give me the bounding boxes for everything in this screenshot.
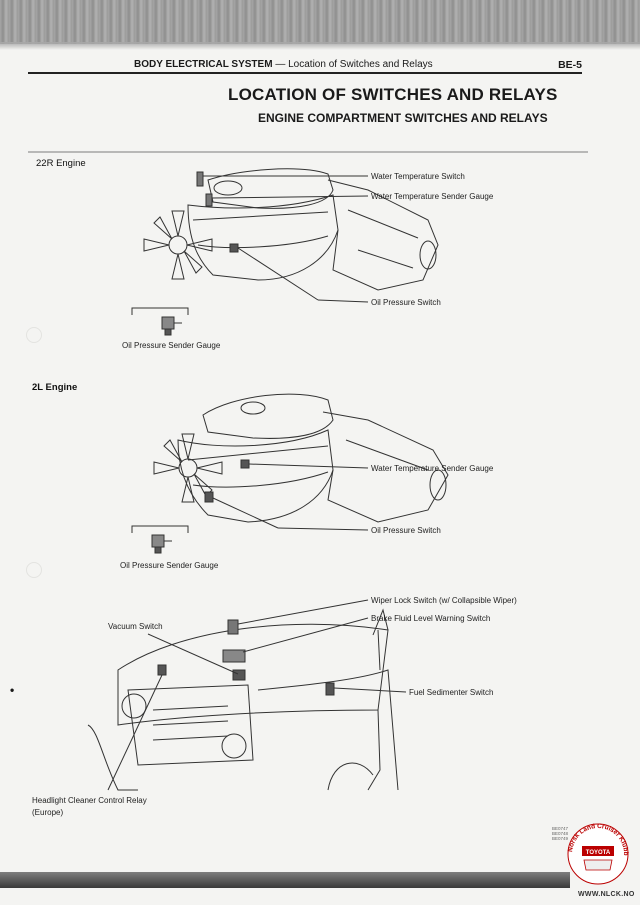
label-vacuum-switch: Vacuum Switch bbox=[108, 622, 163, 631]
logo-badge: TOYOTA bbox=[586, 850, 611, 856]
figure-code: BE0749 bbox=[552, 836, 569, 841]
page-subtitle: ENGINE COMPARTMENT SWITCHES AND RELAYS bbox=[258, 111, 548, 125]
header-section: BODY ELECTRICAL SYSTEM — Location of Swi… bbox=[134, 59, 433, 70]
page-title: LOCATION OF SWITCHES AND RELAYS bbox=[228, 85, 558, 104]
label-headlight-cleaner-relay-note: (Europe) bbox=[32, 808, 64, 817]
header-subsection: — Location of Switches and Relays bbox=[272, 59, 433, 70]
label-oil-pressure-switch-2l: Oil Pressure Switch bbox=[371, 526, 441, 535]
label-oil-pressure-switch-22r: Oil Pressure Switch bbox=[371, 298, 441, 307]
figure-code: BE0747 bbox=[552, 826, 569, 831]
binder-hole bbox=[26, 327, 42, 343]
label-water-temp-sender-2l: Water Temperature Sender Gauge bbox=[371, 464, 494, 473]
vehicle-drawing bbox=[87, 599, 407, 791]
label-wiper-lock-switch: Wiper Lock Switch (w/ Collapsible Wiper) bbox=[371, 596, 517, 605]
margin-mark: • bbox=[10, 683, 15, 697]
figure-drawing bbox=[28, 151, 588, 791]
header-rule bbox=[28, 72, 582, 74]
scan-shadow-bottom bbox=[0, 872, 570, 888]
label-oil-pressure-sender-22r: Oil Pressure Sender Gauge bbox=[122, 341, 221, 350]
label-fuel-sedimenter-switch: Fuel Sedimenter Switch bbox=[409, 688, 494, 697]
label-headlight-cleaner-relay: Headlight Cleaner Control Relay bbox=[32, 796, 147, 805]
label-oil-pressure-sender-2l: Oil Pressure Sender Gauge bbox=[120, 561, 219, 570]
engine-2l-drawing bbox=[131, 393, 449, 554]
site-url: WWW.NLCK.NO bbox=[578, 891, 635, 898]
label-brake-fluid-switch: Brake Fluid Level Warning Switch bbox=[371, 614, 491, 623]
engine-22r-drawing bbox=[131, 168, 439, 336]
binder-hole bbox=[26, 562, 42, 578]
club-logo: Norsk Land Cruiser Klubb TOYOTA bbox=[567, 823, 629, 885]
label-water-temp-switch: Water Temperature Switch bbox=[371, 172, 465, 181]
figure-code: BE0748 bbox=[552, 831, 569, 836]
figure-frame: 22R Engine Water Temperature Switch Wate… bbox=[28, 150, 588, 850]
engine-label-2l: 2L Engine bbox=[32, 382, 78, 393]
engine-label-22r: 22R Engine bbox=[36, 158, 86, 169]
page-header: BODY ELECTRICAL SYSTEM — Location of Swi… bbox=[120, 57, 582, 73]
page-number: BE-5 bbox=[558, 59, 582, 71]
figure-codes: BE0747 BE0748 BE0749 bbox=[552, 826, 568, 841]
scan-shadow-top bbox=[0, 0, 640, 50]
label-water-temp-sender-22r: Water Temperature Sender Gauge bbox=[371, 192, 494, 201]
